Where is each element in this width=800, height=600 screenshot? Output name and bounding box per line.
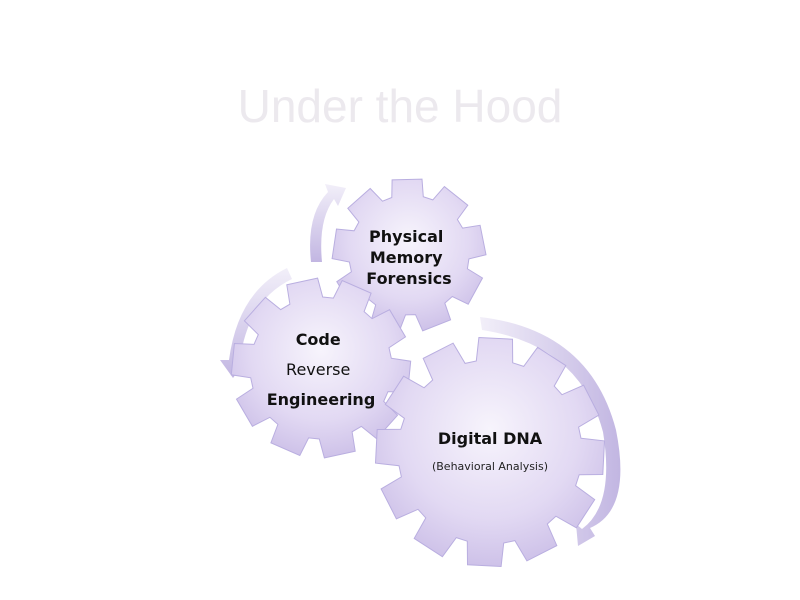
code-gear-line-3: Engineering xyxy=(267,390,376,409)
physical-gear-line-3: Forensics xyxy=(366,269,451,288)
slide-title: Under the Hood xyxy=(237,80,563,132)
cycle-arrow-top xyxy=(310,184,346,262)
svg-text:Physical Memory Forens: Physical Memory Forensics xyxy=(366,227,451,288)
physical-gear-line-1: Physical xyxy=(369,227,443,246)
svg-text:Code Reverse Engineeri: Code Reverse Engineering xyxy=(267,330,376,409)
dna-gear-title: Digital DNA xyxy=(438,429,543,448)
code-reverse-engineering-gear xyxy=(230,277,412,459)
cycle-arrow-right xyxy=(480,317,621,546)
code-gear-line-1: Code xyxy=(296,330,341,349)
code-gear-line-2: Reverse xyxy=(286,360,350,379)
dna-gear-subtitle: (Behavioral Analysis) xyxy=(432,460,548,473)
physical-gear-line-2: Memory xyxy=(370,248,443,267)
digital-dna-gear xyxy=(374,336,606,568)
